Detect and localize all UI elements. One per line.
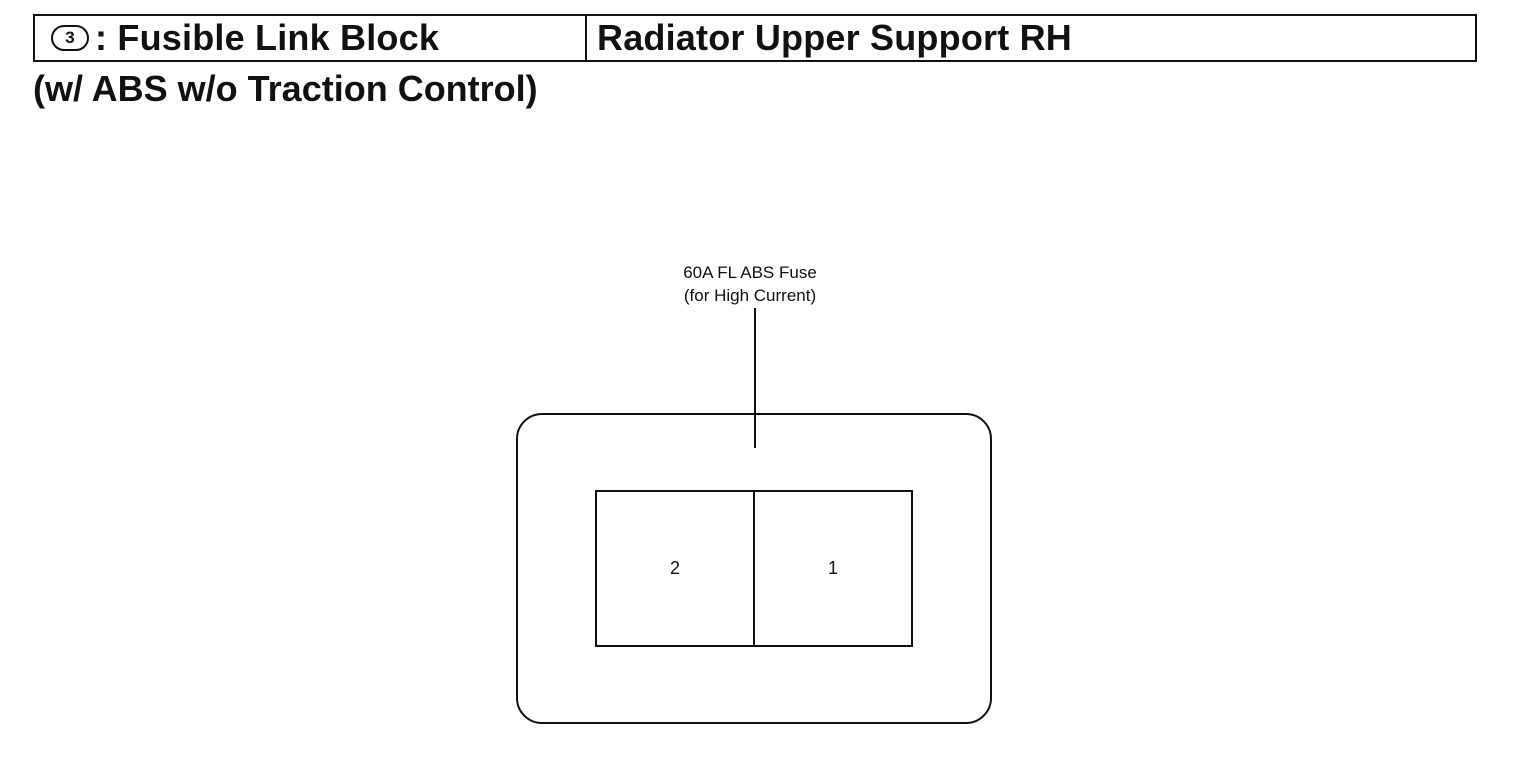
connector-number-badge: 3 — [51, 25, 89, 51]
location-cell: Radiator Upper Support RH — [587, 16, 1475, 60]
terminal-2-cell: 2 — [595, 490, 755, 647]
terminal-1-cell: 1 — [753, 490, 913, 647]
connector-header-table: 3 : Fusible Link Block Radiator Upper Su… — [33, 14, 1477, 62]
fuse-callout-line2: (for High Current) — [683, 286, 817, 305]
fusible-link-block-outline — [516, 413, 992, 724]
callout-leader-line — [754, 308, 756, 448]
component-location: Radiator Upper Support RH — [597, 17, 1073, 58]
variant-subtitle: (w/ ABS w/o Traction Control) — [33, 68, 538, 109]
component-name: : Fusible Link Block — [95, 17, 440, 58]
component-cell: 3 : Fusible Link Block — [35, 16, 587, 60]
fuse-callout-line1: 60A FL ABS Fuse — [683, 263, 817, 282]
